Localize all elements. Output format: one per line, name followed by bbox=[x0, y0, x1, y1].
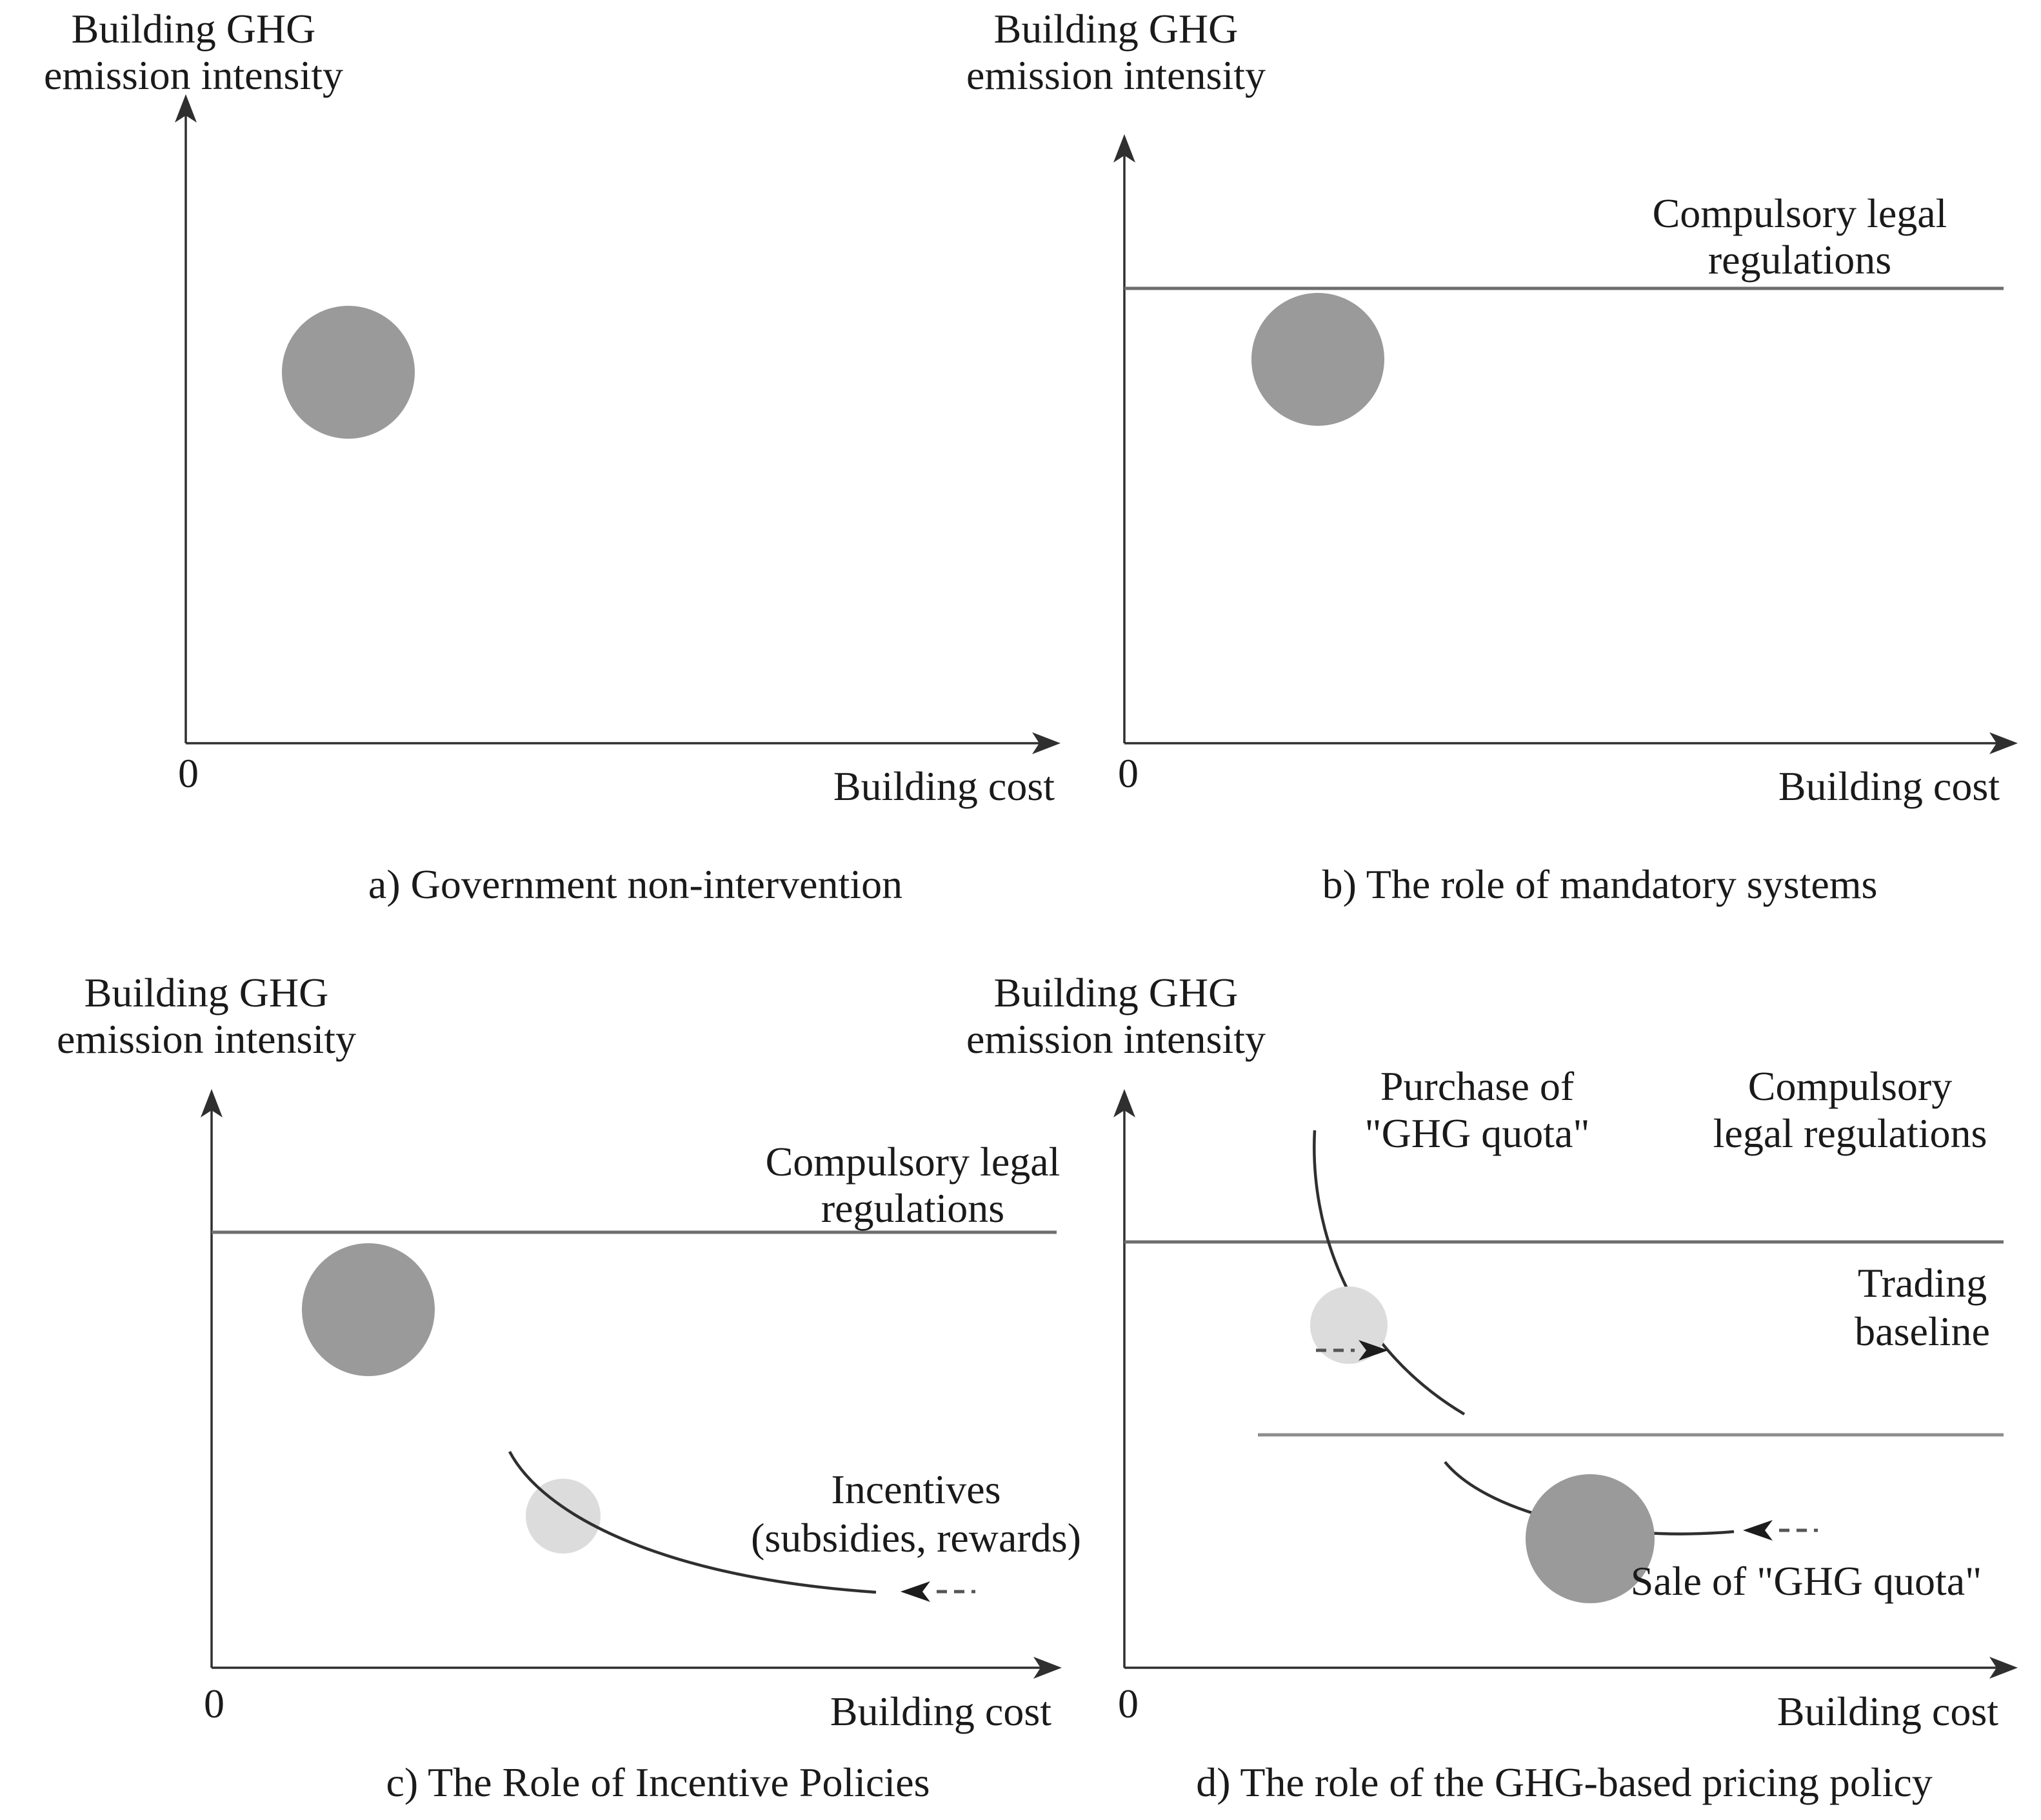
panel-b-y-title-line2: emission intensity bbox=[966, 52, 1266, 98]
panel-c-y-axis-arrowhead-icon bbox=[201, 1089, 223, 1117]
panel-c-y-title-line1: Building GHG bbox=[85, 970, 329, 1015]
panel-d: Building GHG emission intensity Purchase… bbox=[966, 970, 2018, 1805]
panel-c-incentives-label-line1: Incentives bbox=[831, 1466, 1001, 1512]
panel-b-x-axis-arrowhead-icon bbox=[1989, 732, 2018, 754]
panel-d-right-dashed-arrowhead-icon bbox=[1359, 1340, 1388, 1361]
panel-c-x-axis-label: Building cost bbox=[830, 1688, 1051, 1734]
panel-c-regulation-label-line2: regulations bbox=[821, 1185, 1004, 1231]
panel-d-regulation-label-line2: legal regulations bbox=[1713, 1110, 1987, 1156]
panel-d-left-dashed-arrowhead-icon bbox=[1743, 1520, 1773, 1541]
panel-a-building-stock-circle bbox=[282, 306, 415, 439]
panel-b-x-axis-label: Building cost bbox=[1778, 763, 2000, 809]
panel-d-y-title-line2: emission intensity bbox=[966, 1016, 1266, 1062]
panel-b-y-title-line1: Building GHG bbox=[994, 6, 1239, 52]
panel-b-regulation-label-line2: regulations bbox=[1708, 237, 1891, 283]
panel-c-high-emission-circle bbox=[302, 1243, 435, 1376]
panel-d-origin-label: 0 bbox=[1118, 1681, 1139, 1726]
panel-d-regulation-label-line1: Compulsory bbox=[1748, 1063, 1952, 1109]
panel-c-caption: c) The Role of Incentive Policies bbox=[386, 1759, 930, 1805]
panel-c-incentive-curve bbox=[508, 1450, 877, 1594]
panel-c-low-emission-circle bbox=[526, 1479, 601, 1554]
panel-d-trading-label-line2: baseline bbox=[1855, 1308, 1990, 1354]
panel-d-y-axis-arrowhead-icon bbox=[1113, 1089, 1135, 1117]
panel-d-y-title-line1: Building GHG bbox=[994, 970, 1239, 1015]
panel-c: Building GHG emission intensity Compulso… bbox=[57, 970, 1081, 1805]
panel-a-y-title-line1: Building GHG bbox=[72, 6, 316, 52]
panel-d-caption: d) The role of the GHG-based pricing pol… bbox=[1196, 1759, 1933, 1805]
panel-a-y-title-line2: emission intensity bbox=[44, 52, 343, 98]
panel-b-building-stock-circle bbox=[1251, 293, 1384, 426]
panel-a-origin-label: 0 bbox=[178, 750, 199, 796]
panel-c-left-dashed-arrowhead-icon bbox=[901, 1581, 930, 1602]
panel-d-purchase-label-line1: Purchase of bbox=[1380, 1063, 1575, 1109]
panel-b-caption: b) The role of mandatory systems bbox=[1322, 861, 1878, 907]
panel-d-purchase-curve bbox=[1313, 1130, 1466, 1415]
panel-d-purchase-label-line2: "GHG quota" bbox=[1364, 1110, 1589, 1156]
panel-d-high-emission-circle bbox=[1526, 1474, 1655, 1603]
panel-b-y-axis-arrowhead-icon bbox=[1113, 134, 1135, 163]
panel-a-y-axis-arrowhead-icon bbox=[175, 94, 197, 123]
panel-c-origin-label: 0 bbox=[204, 1681, 224, 1726]
panel-d-trading-label-line1: Trading bbox=[1858, 1260, 1987, 1306]
panel-a-x-axis-label: Building cost bbox=[833, 763, 1055, 809]
panel-b-regulation-label-line1: Compulsory legal bbox=[1653, 190, 1947, 236]
panel-c-x-axis-arrowhead-icon bbox=[1033, 1657, 1062, 1679]
panel-b: Building GHG emission intensity Compulso… bbox=[966, 6, 2018, 907]
panel-a: Building GHG emission intensity 0 Buildi… bbox=[44, 6, 1060, 907]
panel-c-regulation-label-line1: Compulsory legal bbox=[766, 1139, 1060, 1185]
panel-d-sale-label: Sale of "GHG quota" bbox=[1631, 1558, 1982, 1604]
panel-a-x-axis-arrowhead-icon bbox=[1032, 732, 1060, 754]
panel-b-origin-label: 0 bbox=[1118, 750, 1139, 796]
panel-a-caption: a) Government non-intervention bbox=[368, 861, 902, 907]
panel-c-incentives-label-line2: (subsidies, rewards) bbox=[751, 1515, 1081, 1561]
panel-d-x-axis-label: Building cost bbox=[1777, 1688, 1998, 1734]
panel-d-x-axis-arrowhead-icon bbox=[1989, 1657, 2018, 1679]
panel-c-y-title-line2: emission intensity bbox=[57, 1016, 356, 1062]
